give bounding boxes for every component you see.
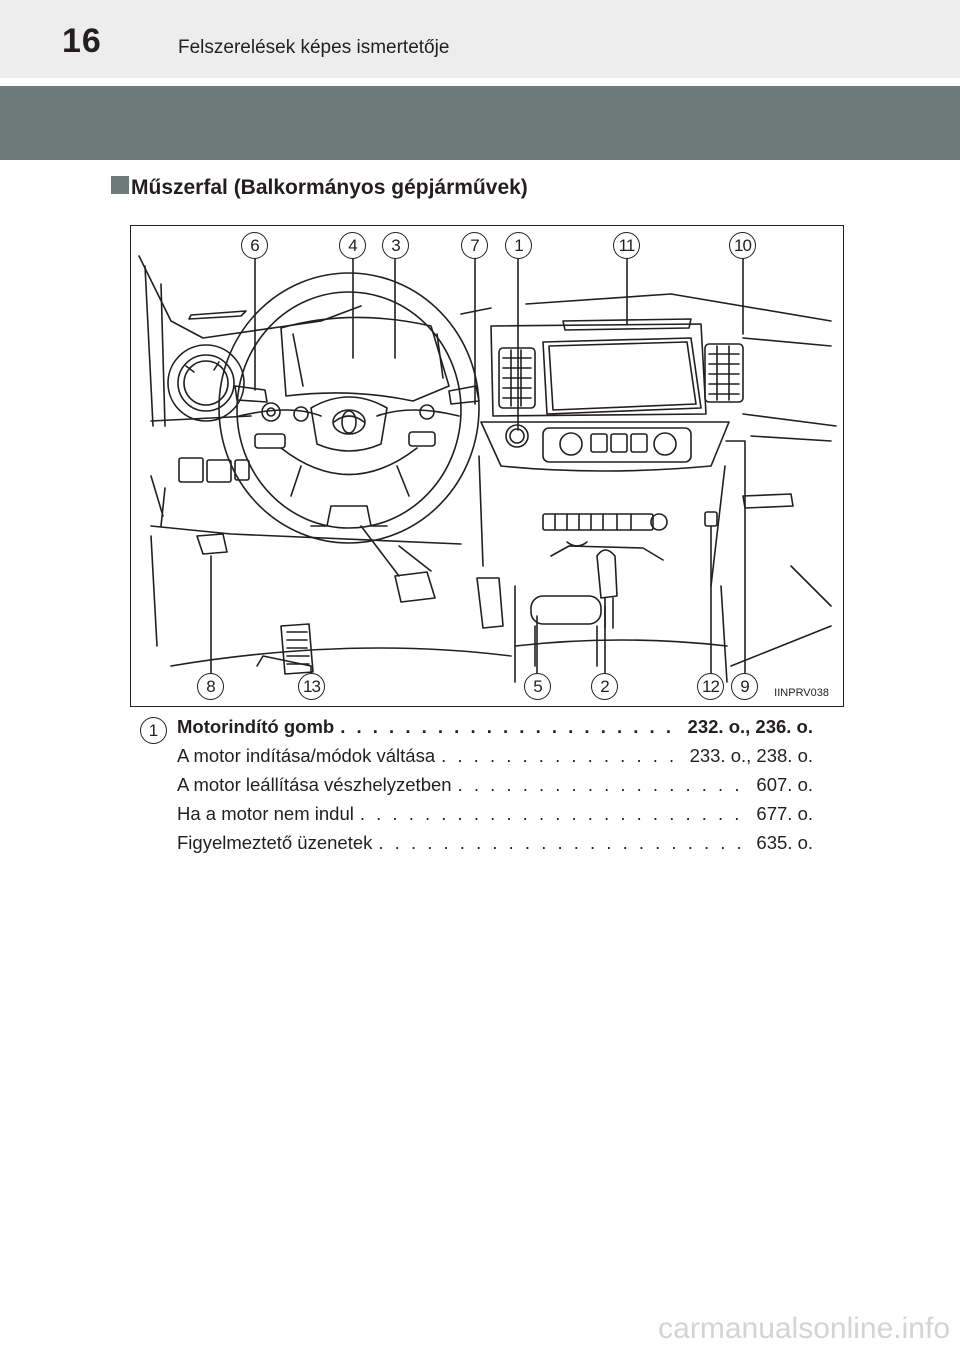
callout-11: 11 bbox=[613, 232, 640, 259]
page-number: 16 bbox=[62, 22, 102, 60]
callout-5: 5 bbox=[524, 673, 551, 700]
callout-4: 4 bbox=[339, 232, 366, 259]
entry-number-marker: 1 bbox=[140, 717, 167, 744]
callout-9: 9 bbox=[731, 673, 758, 700]
callout-13: 13 bbox=[298, 673, 325, 700]
section-title: Műszerfal (Balkormányos gépjárművek) bbox=[131, 176, 528, 199]
callout-6: 6 bbox=[241, 232, 268, 259]
entry-row-label: A motor indítása/módok váltása bbox=[177, 745, 436, 766]
callout-3: 3 bbox=[382, 232, 409, 259]
entry-row: Figyelmeztető üzenetek . . . . . . . . .… bbox=[177, 832, 813, 861]
entry-main-label: Motorindító gomb bbox=[177, 716, 335, 737]
entry-row-label: Ha a motor nem indul bbox=[177, 803, 354, 824]
entry-row: A motor leállítása vészhelyzetben . . . … bbox=[177, 774, 813, 803]
entry-row-pages: 635. o. bbox=[756, 832, 813, 853]
callout-7: 7 bbox=[461, 232, 488, 259]
entry-main-pages: 232. o., 236. o. bbox=[687, 716, 813, 737]
callout-12: 12 bbox=[697, 673, 724, 700]
page-title: Felszerelések képes ismertetője bbox=[178, 37, 450, 58]
watermark: carmanualsonline.info bbox=[658, 1312, 950, 1345]
entry-row-pages: 233. o., 238. o. bbox=[689, 745, 813, 766]
header-band bbox=[0, 86, 960, 160]
dot-leader: . . . . . . . . . . . . . . . . . . . . … bbox=[340, 716, 681, 737]
entry-row: A motor indítása/módok váltása . . . . .… bbox=[177, 745, 813, 774]
dot-leader: . . . . . . . . . . . . . . . . . . . . … bbox=[457, 774, 751, 795]
entry-row-label: Figyelmeztető üzenetek bbox=[177, 832, 373, 853]
entry-row: Ha a motor nem indul . . . . . . . . . .… bbox=[177, 803, 813, 832]
dashboard-illustration bbox=[138, 255, 837, 683]
entry-row-pages: 607. o. bbox=[756, 774, 813, 795]
callout-8: 8 bbox=[197, 673, 224, 700]
dot-leader: . . . . . . . . . . . . . . . . . . . . … bbox=[441, 745, 683, 766]
section-marker bbox=[111, 176, 129, 194]
dot-leader: . . . . . . . . . . . . . . . . . . . . … bbox=[359, 803, 751, 824]
header-bar bbox=[0, 0, 960, 78]
entry-row-pages: 677. o. bbox=[756, 803, 813, 824]
callout-10: 10 bbox=[729, 232, 756, 259]
dot-leader: . . . . . . . . . . . . . . . . . . . . … bbox=[378, 832, 750, 853]
entry-list: Motorindító gomb . . . . . . . . . . . .… bbox=[177, 716, 813, 861]
figure-code: IINPRV038 bbox=[774, 687, 829, 699]
callout-2: 2 bbox=[591, 673, 618, 700]
dashboard-figure: 6 4 3 7 1 11 10 8 13 5 2 12 9 IINPRV038 bbox=[130, 225, 844, 707]
entry-main-row: Motorindító gomb . . . . . . . . . . . .… bbox=[177, 716, 813, 745]
entry-row-label: A motor leállítása vészhelyzetben bbox=[177, 774, 452, 795]
callout-1: 1 bbox=[505, 232, 532, 259]
